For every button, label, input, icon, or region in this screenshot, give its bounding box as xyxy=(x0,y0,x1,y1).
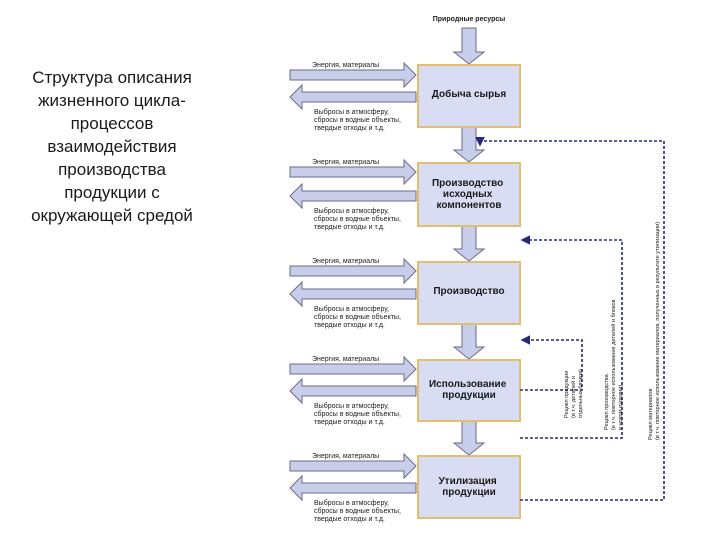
svg-text:Использование продукции: Использование продукции xyxy=(429,379,509,401)
svg-text:Энергия, материалы: Энергия, материалы xyxy=(312,356,379,363)
stage-2-line-2: исходных xyxy=(443,189,493,200)
side-arrows-2: Энергия, материалы Выбросы в атмосферу, … xyxy=(289,158,417,231)
svg-text:Производство исходных: Производство исходных компонентов xyxy=(432,178,506,211)
svg-text:Энергия, материалы: Энергия, материалы xyxy=(312,62,379,69)
flow-arrow-4 xyxy=(452,323,486,360)
stage-3: Производство xyxy=(417,261,521,325)
stage-2-line-1: Производство xyxy=(432,178,503,189)
stage-2-line-3: компонентов xyxy=(436,200,501,211)
stage-4-line-2: продукции xyxy=(442,390,496,401)
svg-text:Энергия, материалы: Энергия, материалы xyxy=(312,258,379,265)
side-arrows-3: Энергия, материалы Выбросы в атмосферу, … xyxy=(289,257,417,329)
side-arrows-4: Энергия, материалы Выбросы в атмосферу, … xyxy=(289,355,417,426)
svg-text:Рецикл производства (в т: Рецикл производства (в т.ч. повторное ис… xyxy=(604,298,624,430)
svg-text:Энергия, материалы: Энергия, материалы xyxy=(312,453,379,460)
stage-5-line-1: Утилизация xyxy=(438,476,496,487)
side-arrows-1: Энергия, материалы Выбросы в атмосферу, … xyxy=(289,61,417,132)
svg-text:Выбросы в атмосферу, сбр: Выбросы в атмосферу, сбросы в водные объ… xyxy=(314,108,403,132)
slide-title: Структура описания жизненного цикла-проц… xyxy=(31,68,193,225)
stage-5: Утилизация продукции xyxy=(417,455,521,519)
flow-arrow-3 xyxy=(452,225,486,262)
feedback-loop-production: Рецикл производства (в т.ч. повторное ис… xyxy=(520,235,624,439)
top-input-label: Природные ресурсы xyxy=(433,16,505,23)
feedback-loop-materials: Рецикл материалов (в т.ч. повторное испо… xyxy=(475,137,665,501)
svg-text:Выбросы в атмосферу, сбр: Выбросы в атмосферу, сбросы в водные объ… xyxy=(314,207,403,231)
stage-3-line-1: Производство xyxy=(433,286,504,297)
svg-text:Выбросы в атмосферу, сбр: Выбросы в атмосферу, сбросы в водные объ… xyxy=(314,499,403,523)
stage-1: Добыча сырья xyxy=(417,64,521,128)
svg-text:Выбросы в атмосферу, сбр: Выбросы в атмосферу, сбросы в водные объ… xyxy=(314,305,403,329)
svg-text:Рецикл продукции (в т.ч.: Рецикл продукции (в т.ч. деталей и отдел… xyxy=(564,369,584,418)
side-arrows-5: Энергия, материалы Выбросы в атмосферу, … xyxy=(289,452,417,523)
flow-arrow-5 xyxy=(452,420,486,456)
stage-4: Использование продукции xyxy=(417,359,521,422)
stage-4-line-1: Использование xyxy=(429,379,507,390)
stage-1-line-1: Добыча сырья xyxy=(432,88,507,100)
svg-text:Производство: Производство xyxy=(433,286,504,297)
flow-arrow-2 xyxy=(452,126,486,163)
svg-text:Утилизация продукции: Утилизация продукции xyxy=(438,476,499,498)
svg-text:Добыча сырья: Добыча сырья xyxy=(432,88,507,100)
svg-text:Энергия, материалы: Энергия, материалы xyxy=(312,159,379,166)
stage-2: Производство исходных компонентов xyxy=(417,162,521,227)
svg-text:Рецикл материалов (в т.ч: Рецикл материалов (в т.ч. повторное испо… xyxy=(648,222,661,440)
svg-text:Выбросы в атмосферу, сбр: Выбросы в атмосферу, сбросы в водные объ… xyxy=(314,402,403,426)
flow-arrow-1 xyxy=(452,27,486,65)
stage-5-line-2: продукции xyxy=(442,487,496,498)
feedback-loop-product: Рецикл продукции (в т.ч. деталей и отдел… xyxy=(520,335,584,418)
